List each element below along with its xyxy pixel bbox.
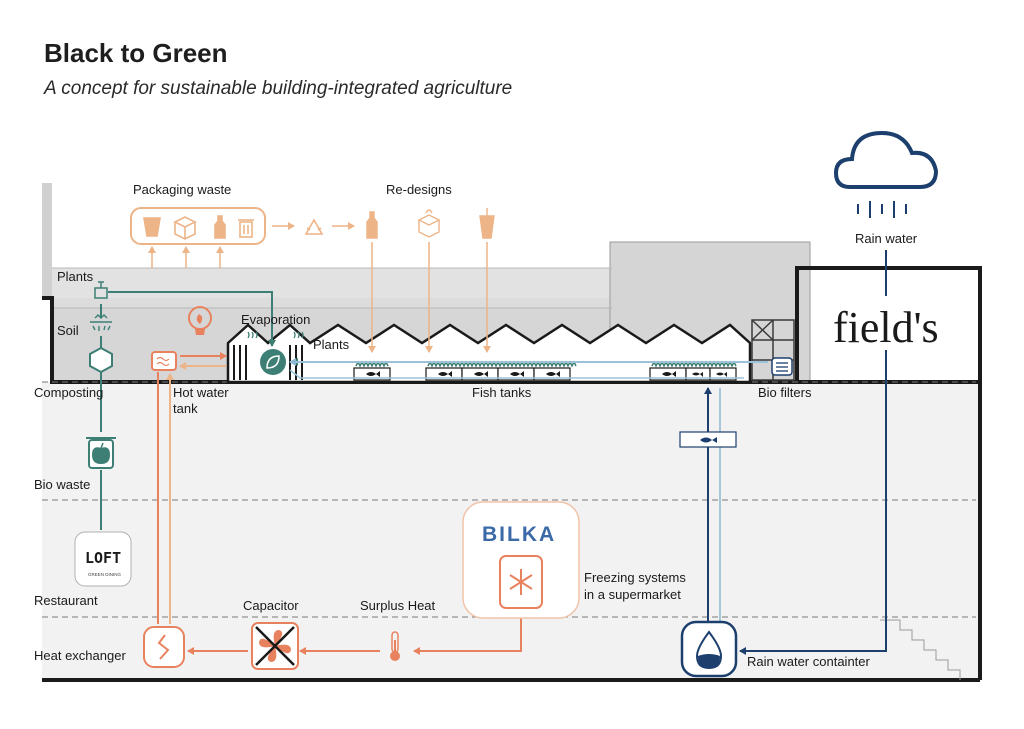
label-rain-water: Rain water [855,231,918,246]
labels: Packaging waste Re-designs Plants Soil E… [34,182,918,669]
leaf-icon [260,349,286,375]
label-heat-exchanger: Heat exchanger [34,648,126,663]
snowflake-icon [509,569,533,595]
fields-logo: field's [833,303,939,352]
label-restaurant: Restaurant [34,593,98,608]
cloud-icon [833,130,939,189]
redesign-bottle-icon [366,211,378,239]
redesign-flow-lines [368,242,491,353]
rain-drops-icon [857,201,907,218]
soil-icon [90,314,112,331]
page-title: Black to Green [44,38,228,68]
label-evaporation: Evaporation [241,312,310,327]
bilka-box [462,501,580,619]
apple-jar-icon [86,437,116,469]
filter-icon [771,357,793,376]
recycle-icon [304,218,324,235]
label-hot-water-2: tank [173,401,198,416]
floor-dividers [42,381,976,618]
rain-loop [704,250,887,655]
fan-icon [251,622,299,670]
bilka-logo: BILKA [482,523,556,546]
water-drop-icon [680,620,738,678]
fields-logo-box [826,296,952,350]
aquaponics-loop [289,358,768,379]
bulb-icon [188,306,212,335]
label-soil: Soil [57,323,79,338]
cup-icon [143,217,161,237]
label-plants-roof: Plants [57,269,94,284]
label-hot-water-1: Hot water [173,385,229,400]
label-bio-filters: Bio filters [758,385,812,400]
label-bio-waste: Bio waste [34,477,90,492]
stairs [880,619,961,680]
loft-logo-sub: GREEN DINING [88,572,122,577]
label-surplus-heat: Surplus Heat [360,598,436,613]
label-freezing-1: Freezing systems [584,570,686,585]
label-freezing-2: in a supermarket [584,587,681,602]
thermometer-icon [390,631,400,661]
label-composting: Composting [34,385,103,400]
label-redesigns: Re-designs [386,182,452,197]
loft-logo-box [74,531,132,587]
page-subtitle: A concept for sustainable building-integ… [44,78,513,99]
label-rain-container: Rain water containter [747,654,871,669]
fish-filter-box [679,431,737,448]
heat-loop [157,352,522,655]
redesign-icons [366,208,495,239]
label-fish-tanks: Fish tanks [472,385,532,400]
bin-icon [238,219,254,238]
packaging-waste-box [130,207,266,268]
redesign-box-icon [417,209,441,238]
fish-tank-fish-icons [366,371,727,377]
label-capacitor: Capacitor [243,598,299,613]
loft-logo: LOFT [85,549,121,567]
compost-loop [100,291,310,530]
bottle-icon [214,215,226,239]
redesign-cup-icon [479,215,495,239]
label-plants: Plants [313,337,350,352]
plants-roof-icon [94,281,108,299]
hexagon-icon [89,346,113,374]
zigzag-icon [143,626,185,668]
label-packaging-waste: Packaging waste [133,182,231,197]
evaporation-icons [247,331,304,339]
hot-water-tank-icon [151,351,177,371]
box-icon [173,216,197,240]
